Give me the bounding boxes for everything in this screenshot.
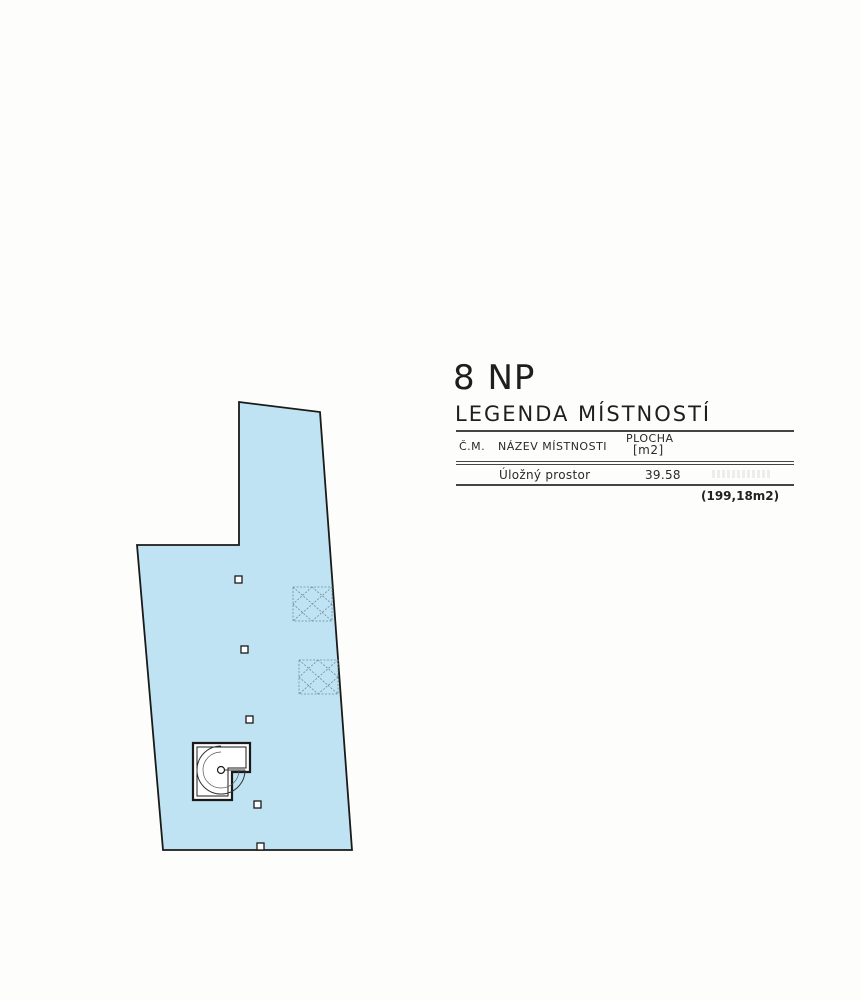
column-marker (234, 575, 265, 851)
legend-divider (456, 464, 794, 466)
header-room-number: Č.M. (459, 440, 486, 453)
header-room-name: NÁZEV MÍSTNOSTI (498, 440, 608, 453)
faded-scan-mark (712, 470, 770, 478)
skylight-hatch (292, 586, 333, 622)
room-uloznyprostor-area (136, 400, 353, 851)
legend-divider (456, 484, 794, 486)
legend-title: LEGENDA MÍSTNOSTÍ (455, 402, 712, 426)
spiral-staircase-icon (191, 741, 252, 802)
header-area-unit: [m2] (633, 443, 664, 457)
total-area: (199,18m2) (701, 489, 780, 503)
room-name-cell: Úložný prostor (499, 468, 591, 482)
skylight-hatch (298, 659, 339, 695)
room-area-cell: 39.58 (645, 468, 681, 482)
header-area-label: PLOCHA (626, 432, 674, 445)
floor-title: 8 NP (453, 358, 536, 398)
legend-divider (456, 430, 794, 432)
legend-divider (456, 461, 794, 463)
